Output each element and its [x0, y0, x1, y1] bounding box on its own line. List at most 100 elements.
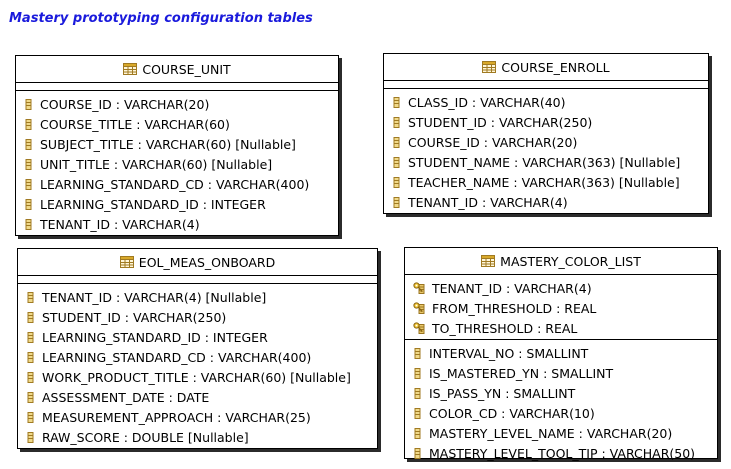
entity-header[interactable]: MASTERY_COLOR_LIST [405, 248, 717, 275]
column-icon [27, 371, 34, 383]
entity-name: MASTERY_COLOR_LIST [500, 253, 641, 269]
column-row[interactable]: WORK_PRODUCT_TITLE : VARCHAR(60) [Nullab… [18, 367, 377, 387]
column-icon [25, 178, 32, 190]
column-icon [25, 118, 32, 130]
column-row[interactable]: TEACHER_NAME : VARCHAR(363) [Nullable] [384, 172, 708, 192]
diagram-title: Mastery prototyping configuration tables [9, 11, 313, 26]
key-columns-section [384, 81, 708, 89]
column-label: LEARNING_STANDARD_CD : VARCHAR(400) [40, 176, 310, 192]
column-icon [27, 351, 34, 363]
entity-course-enroll[interactable]: COURSE_ENROLL CLASS_ID : VARCHAR(40) STUDE… [383, 53, 709, 214]
column-label: MASTERY_LEVEL_TOOL_TIP : VARCHAR(50) [429, 445, 696, 461]
column-row[interactable]: ASSESSMENT_DATE : DATE [18, 387, 377, 407]
column-icon [25, 218, 32, 230]
column-icon [25, 198, 32, 210]
column-icon [27, 431, 34, 443]
column-icon [27, 331, 34, 343]
primary-key-icon [413, 301, 425, 314]
column-row[interactable]: STUDENT_ID : VARCHAR(250) [384, 112, 708, 132]
column-icon [27, 291, 34, 303]
column-label: LEARNING_STANDARD_ID : INTEGER [42, 329, 268, 345]
entity-header[interactable]: EOL_MEAS_ONBOARD [18, 249, 377, 276]
column-row[interactable]: TENANT_ID : VARCHAR(4) [Nullable] [18, 287, 377, 307]
column-label: COURSE_ID : VARCHAR(20) [40, 96, 210, 112]
column-label: CLASS_ID : VARCHAR(40) [408, 94, 566, 110]
column-icon [393, 176, 400, 188]
columns-section: CLASS_ID : VARCHAR(40) STUDENT_ID : VARCH… [384, 89, 708, 212]
key-columns-section [16, 83, 338, 91]
column-icon [393, 136, 400, 148]
key-column-row[interactable]: TO_THRESHOLD : REAL [405, 318, 717, 338]
column-label: STUDENT_ID : VARCHAR(250) [408, 114, 593, 130]
column-row[interactable]: TENANT_ID : VARCHAR(4) [16, 214, 338, 234]
entity-header[interactable]: COURSE_UNIT [16, 56, 338, 83]
column-row[interactable]: INTERVAL_NO : SMALLINT [405, 343, 717, 363]
column-icon [414, 367, 421, 379]
column-row[interactable]: COLOR_CD : VARCHAR(10) [405, 403, 717, 423]
column-label: TO_THRESHOLD : REAL [432, 320, 578, 336]
column-icon [393, 96, 400, 108]
column-row[interactable]: LEARNING_STANDARD_ID : INTEGER [18, 327, 377, 347]
column-label: TENANT_ID : VARCHAR(4) [Nullable] [42, 289, 267, 305]
column-icon [393, 156, 400, 168]
column-label: FROM_THRESHOLD : REAL [432, 300, 597, 316]
column-label: COLOR_CD : VARCHAR(10) [429, 405, 595, 421]
column-row[interactable]: IS_MASTERED_YN : SMALLINT [405, 363, 717, 383]
column-label: UNIT_TITLE : VARCHAR(60) [Nullable] [40, 156, 273, 172]
column-label: STUDENT_ID : VARCHAR(250) [42, 309, 227, 325]
column-label: IS_MASTERED_YN : SMALLINT [429, 365, 614, 381]
column-label: SUBJECT_TITLE : VARCHAR(60) [Nullable] [40, 136, 296, 152]
column-row[interactable]: LEARNING_STANDARD_CD : VARCHAR(400) [18, 347, 377, 367]
column-label: RAW_SCORE : DOUBLE [Nullable] [42, 429, 249, 445]
table-icon [482, 61, 497, 73]
column-icon [393, 116, 400, 128]
column-icon [414, 447, 421, 459]
columns-section: TENANT_ID : VARCHAR(4) [Nullable] STUDENT… [18, 284, 377, 447]
column-row[interactable]: TENANT_ID : VARCHAR(4) [384, 192, 708, 212]
column-label: MASTERY_LEVEL_NAME : VARCHAR(20) [429, 425, 673, 441]
table-icon [123, 63, 138, 75]
entity-header[interactable]: COURSE_ENROLL [384, 54, 708, 81]
key-column-row[interactable]: TENANT_ID : VARCHAR(4) [405, 278, 717, 298]
column-icon [414, 407, 421, 419]
column-icon [25, 138, 32, 150]
column-row[interactable]: MASTERY_LEVEL_NAME : VARCHAR(20) [405, 423, 717, 443]
column-label: COURSE_ID : VARCHAR(20) [408, 134, 578, 150]
column-icon [393, 196, 400, 208]
entity-name: COURSE_UNIT [142, 61, 231, 77]
column-row[interactable]: STUDENT_NAME : VARCHAR(363) [Nullable] [384, 152, 708, 172]
column-row[interactable]: STUDENT_ID : VARCHAR(250) [18, 307, 377, 327]
column-row[interactable]: COURSE_ID : VARCHAR(20) [16, 94, 338, 114]
table-icon [119, 256, 134, 268]
table-icon [481, 255, 496, 267]
column-row[interactable]: UNIT_TITLE : VARCHAR(60) [Nullable] [16, 154, 338, 174]
column-row[interactable]: RAW_SCORE : DOUBLE [Nullable] [18, 427, 377, 447]
entity-mastery-color-list[interactable]: MASTERY_COLOR_LIST TENANT_ID : VARCHAR(4)… [404, 247, 718, 461]
key-columns-section: TENANT_ID : VARCHAR(4) FROM_THRESHOLD : R… [405, 275, 717, 340]
column-label: LEARNING_STANDARD_ID : INTEGER [40, 196, 266, 212]
column-row[interactable]: COURSE_TITLE : VARCHAR(60) [16, 114, 338, 134]
column-label: COURSE_TITLE : VARCHAR(60) [40, 116, 230, 132]
primary-key-icon [413, 281, 425, 294]
column-row[interactable]: CLASS_ID : VARCHAR(40) [384, 92, 708, 112]
entity-course-unit[interactable]: COURSE_UNIT COURSE_ID : VARCHAR(20) COURSE… [15, 55, 339, 236]
column-icon [25, 98, 32, 110]
column-row[interactable]: LEARNING_STANDARD_ID : INTEGER [16, 194, 338, 214]
column-icon [414, 347, 421, 359]
column-label: INTERVAL_NO : SMALLINT [429, 345, 589, 361]
entity-eol-meas-onboard[interactable]: EOL_MEAS_ONBOARD TENANT_ID : VARCHAR(4) [… [17, 248, 378, 449]
primary-key-icon [413, 321, 425, 334]
column-row[interactable]: MASTERY_LEVEL_TOOL_TIP : VARCHAR(50) [405, 443, 717, 463]
column-label: WORK_PRODUCT_TITLE : VARCHAR(60) [Nullab… [42, 369, 351, 385]
key-column-row[interactable]: FROM_THRESHOLD : REAL [405, 298, 717, 318]
column-icon [27, 411, 34, 423]
column-row[interactable]: LEARNING_STANDARD_CD : VARCHAR(400) [16, 174, 338, 194]
column-row[interactable]: SUBJECT_TITLE : VARCHAR(60) [Nullable] [16, 134, 338, 154]
column-icon [27, 311, 34, 323]
entity-name: COURSE_ENROLL [501, 59, 610, 75]
column-row[interactable]: IS_PASS_YN : SMALLINT [405, 383, 717, 403]
column-label: ASSESSMENT_DATE : DATE [42, 389, 210, 405]
column-row[interactable]: MEASUREMENT_APPROACH : VARCHAR(25) [18, 407, 377, 427]
column-icon [414, 387, 421, 399]
column-row[interactable]: COURSE_ID : VARCHAR(20) [384, 132, 708, 152]
